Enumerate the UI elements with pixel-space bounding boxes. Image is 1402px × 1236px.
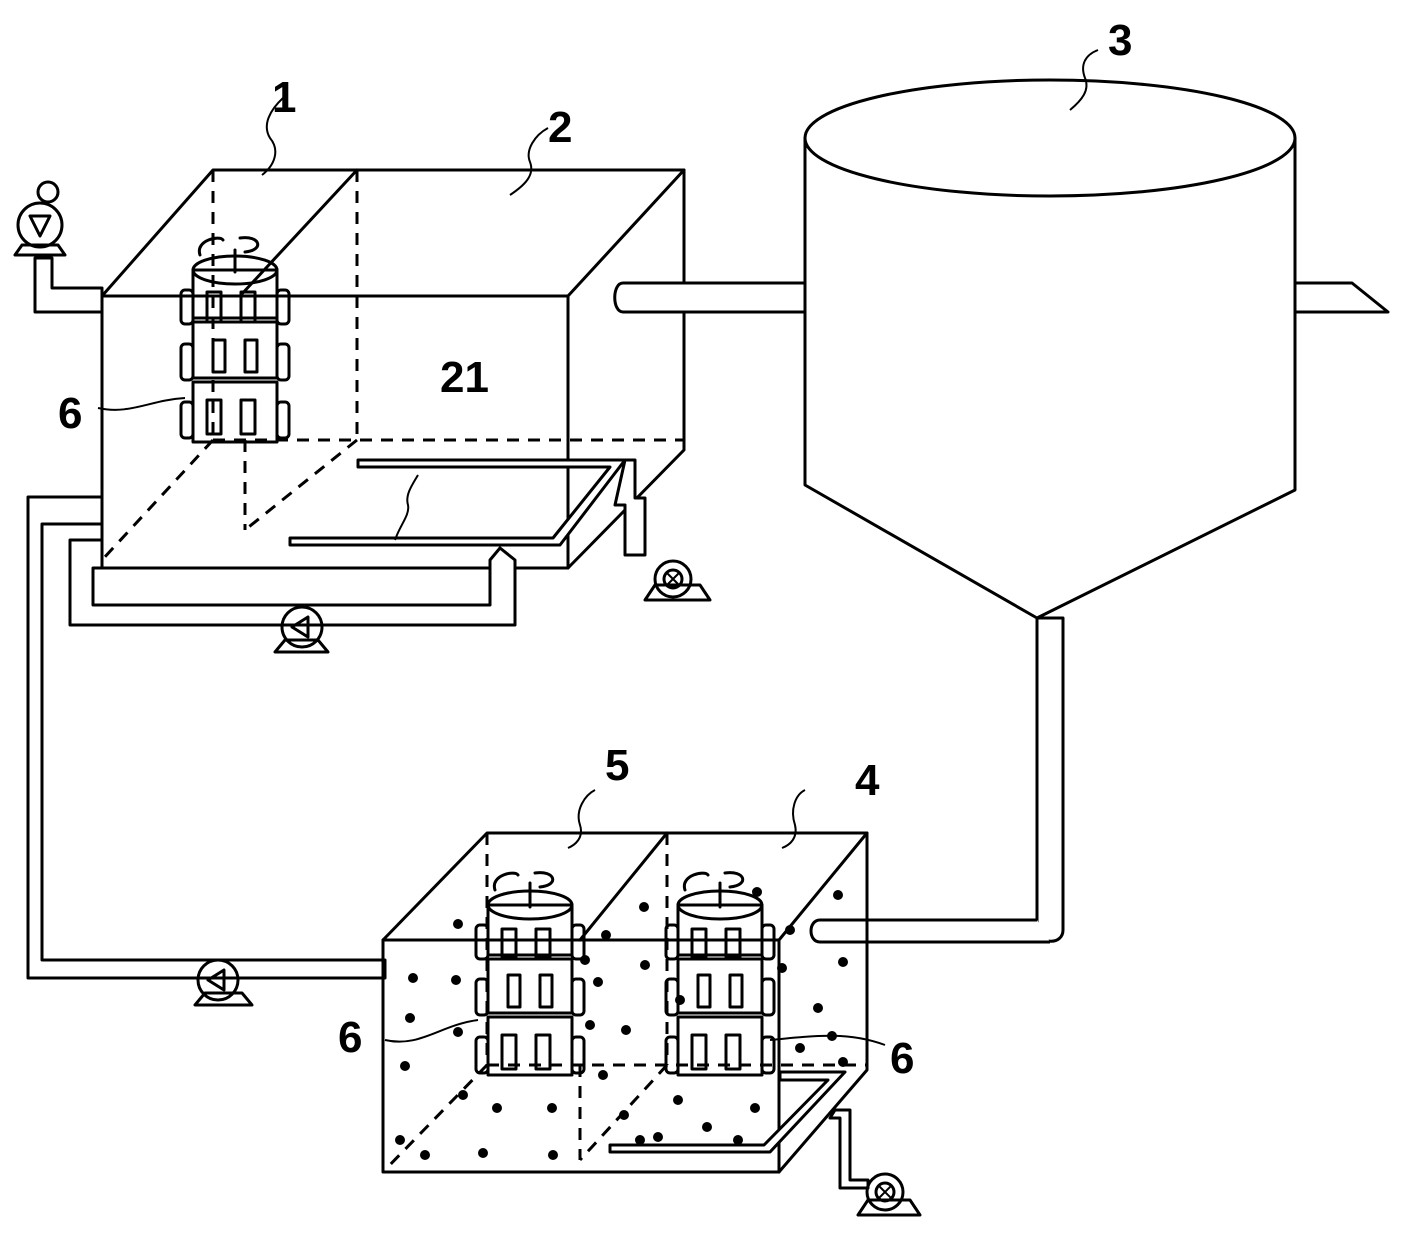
blower-icon	[643, 559, 712, 602]
settling-tank	[803, 78, 1390, 944]
overflow-pipe	[613, 281, 807, 314]
label-2: 2	[548, 103, 572, 152]
return-pump-icon	[273, 605, 330, 654]
agitator-icon	[179, 236, 291, 444]
aeration-pipe-21	[288, 458, 647, 557]
label-4: 4	[855, 756, 880, 805]
agitator-icon	[664, 871, 776, 1077]
leader-lines	[97, 49, 1099, 1046]
label-6: 6	[890, 1034, 914, 1083]
label-21: 21	[440, 353, 489, 402]
blower-icon	[856, 1172, 922, 1217]
feed-pump-icon	[13, 180, 104, 314]
label-1: 1	[272, 73, 296, 122]
transfer-pump-icon	[193, 958, 254, 1007]
label-5: 5	[605, 741, 629, 790]
upper-tank	[100, 168, 686, 570]
label-6: 6	[58, 389, 82, 438]
label-6: 6	[338, 1013, 362, 1062]
labels: 1 2 21 3 4 5 6 6 6	[58, 16, 1132, 1083]
agitator-icon	[474, 871, 586, 1077]
label-3: 3	[1108, 16, 1132, 65]
carrier-particles	[395, 887, 848, 1160]
